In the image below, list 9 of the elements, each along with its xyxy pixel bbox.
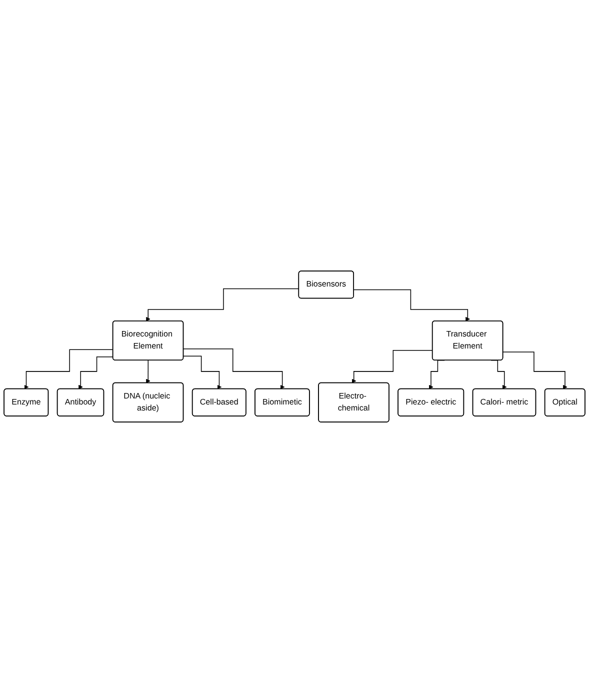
arrow [24,350,114,390]
arrow [146,360,150,384]
arrow [502,352,568,390]
arrow [353,290,470,322]
arrow [183,348,285,390]
arrow [78,356,114,390]
arrow [352,350,433,384]
arrow [146,288,300,322]
arrow [183,356,222,390]
